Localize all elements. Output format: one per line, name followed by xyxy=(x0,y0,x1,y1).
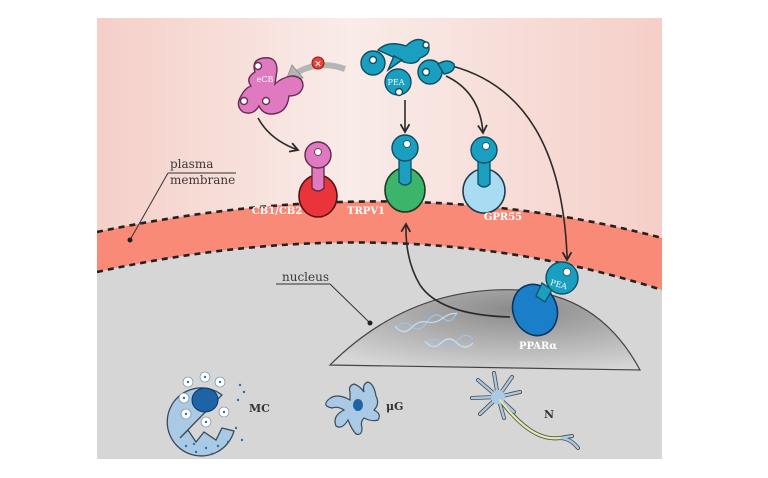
ecb-label: eCB xyxy=(257,75,274,84)
pea-molecule xyxy=(360,38,455,97)
nucleus-callout xyxy=(276,283,373,326)
gpr55-receptor-label: GPR55 xyxy=(484,212,522,223)
arrow-ppar-to-trpv1 xyxy=(400,222,511,318)
cb-receptor xyxy=(298,141,338,218)
inhibition-symbol xyxy=(311,56,325,70)
ppar-receptor-label: PPARα xyxy=(519,341,557,352)
cb-receptor-label: CB1/CB2 xyxy=(252,206,302,217)
dna-icon xyxy=(394,311,474,348)
membrane-inner-edge xyxy=(97,241,662,292)
trpv1-receptor-label: TRPV1 xyxy=(347,206,385,217)
neuron-label: N xyxy=(544,408,554,421)
gpr55-receptor xyxy=(462,136,506,214)
neuron-icon xyxy=(470,371,580,450)
arrow-pea-to-gpr55 xyxy=(445,75,488,135)
pea-label: PEA xyxy=(388,78,405,87)
plasma-membrane-callout xyxy=(127,172,236,243)
ecb-molecule xyxy=(237,57,304,115)
nucleus-label: nucleus xyxy=(282,270,329,284)
trpv1-receptor xyxy=(384,134,426,213)
arrow-ecb-to-cb xyxy=(257,117,300,153)
plasma-label: plasma xyxy=(170,157,213,171)
plasma-membrane xyxy=(97,201,662,290)
mast-cell-icon xyxy=(166,371,246,457)
microglia-label: μG xyxy=(386,400,403,413)
microglia-icon xyxy=(325,381,380,435)
membrane-label: membrane xyxy=(170,173,235,187)
ppar-receptor xyxy=(511,261,579,337)
mast-cell-label: MC xyxy=(249,402,270,415)
pea-bound-label: PEA xyxy=(549,278,568,291)
arrow-pea-to-ppar xyxy=(451,65,573,262)
inhibition-x: × xyxy=(314,60,322,70)
